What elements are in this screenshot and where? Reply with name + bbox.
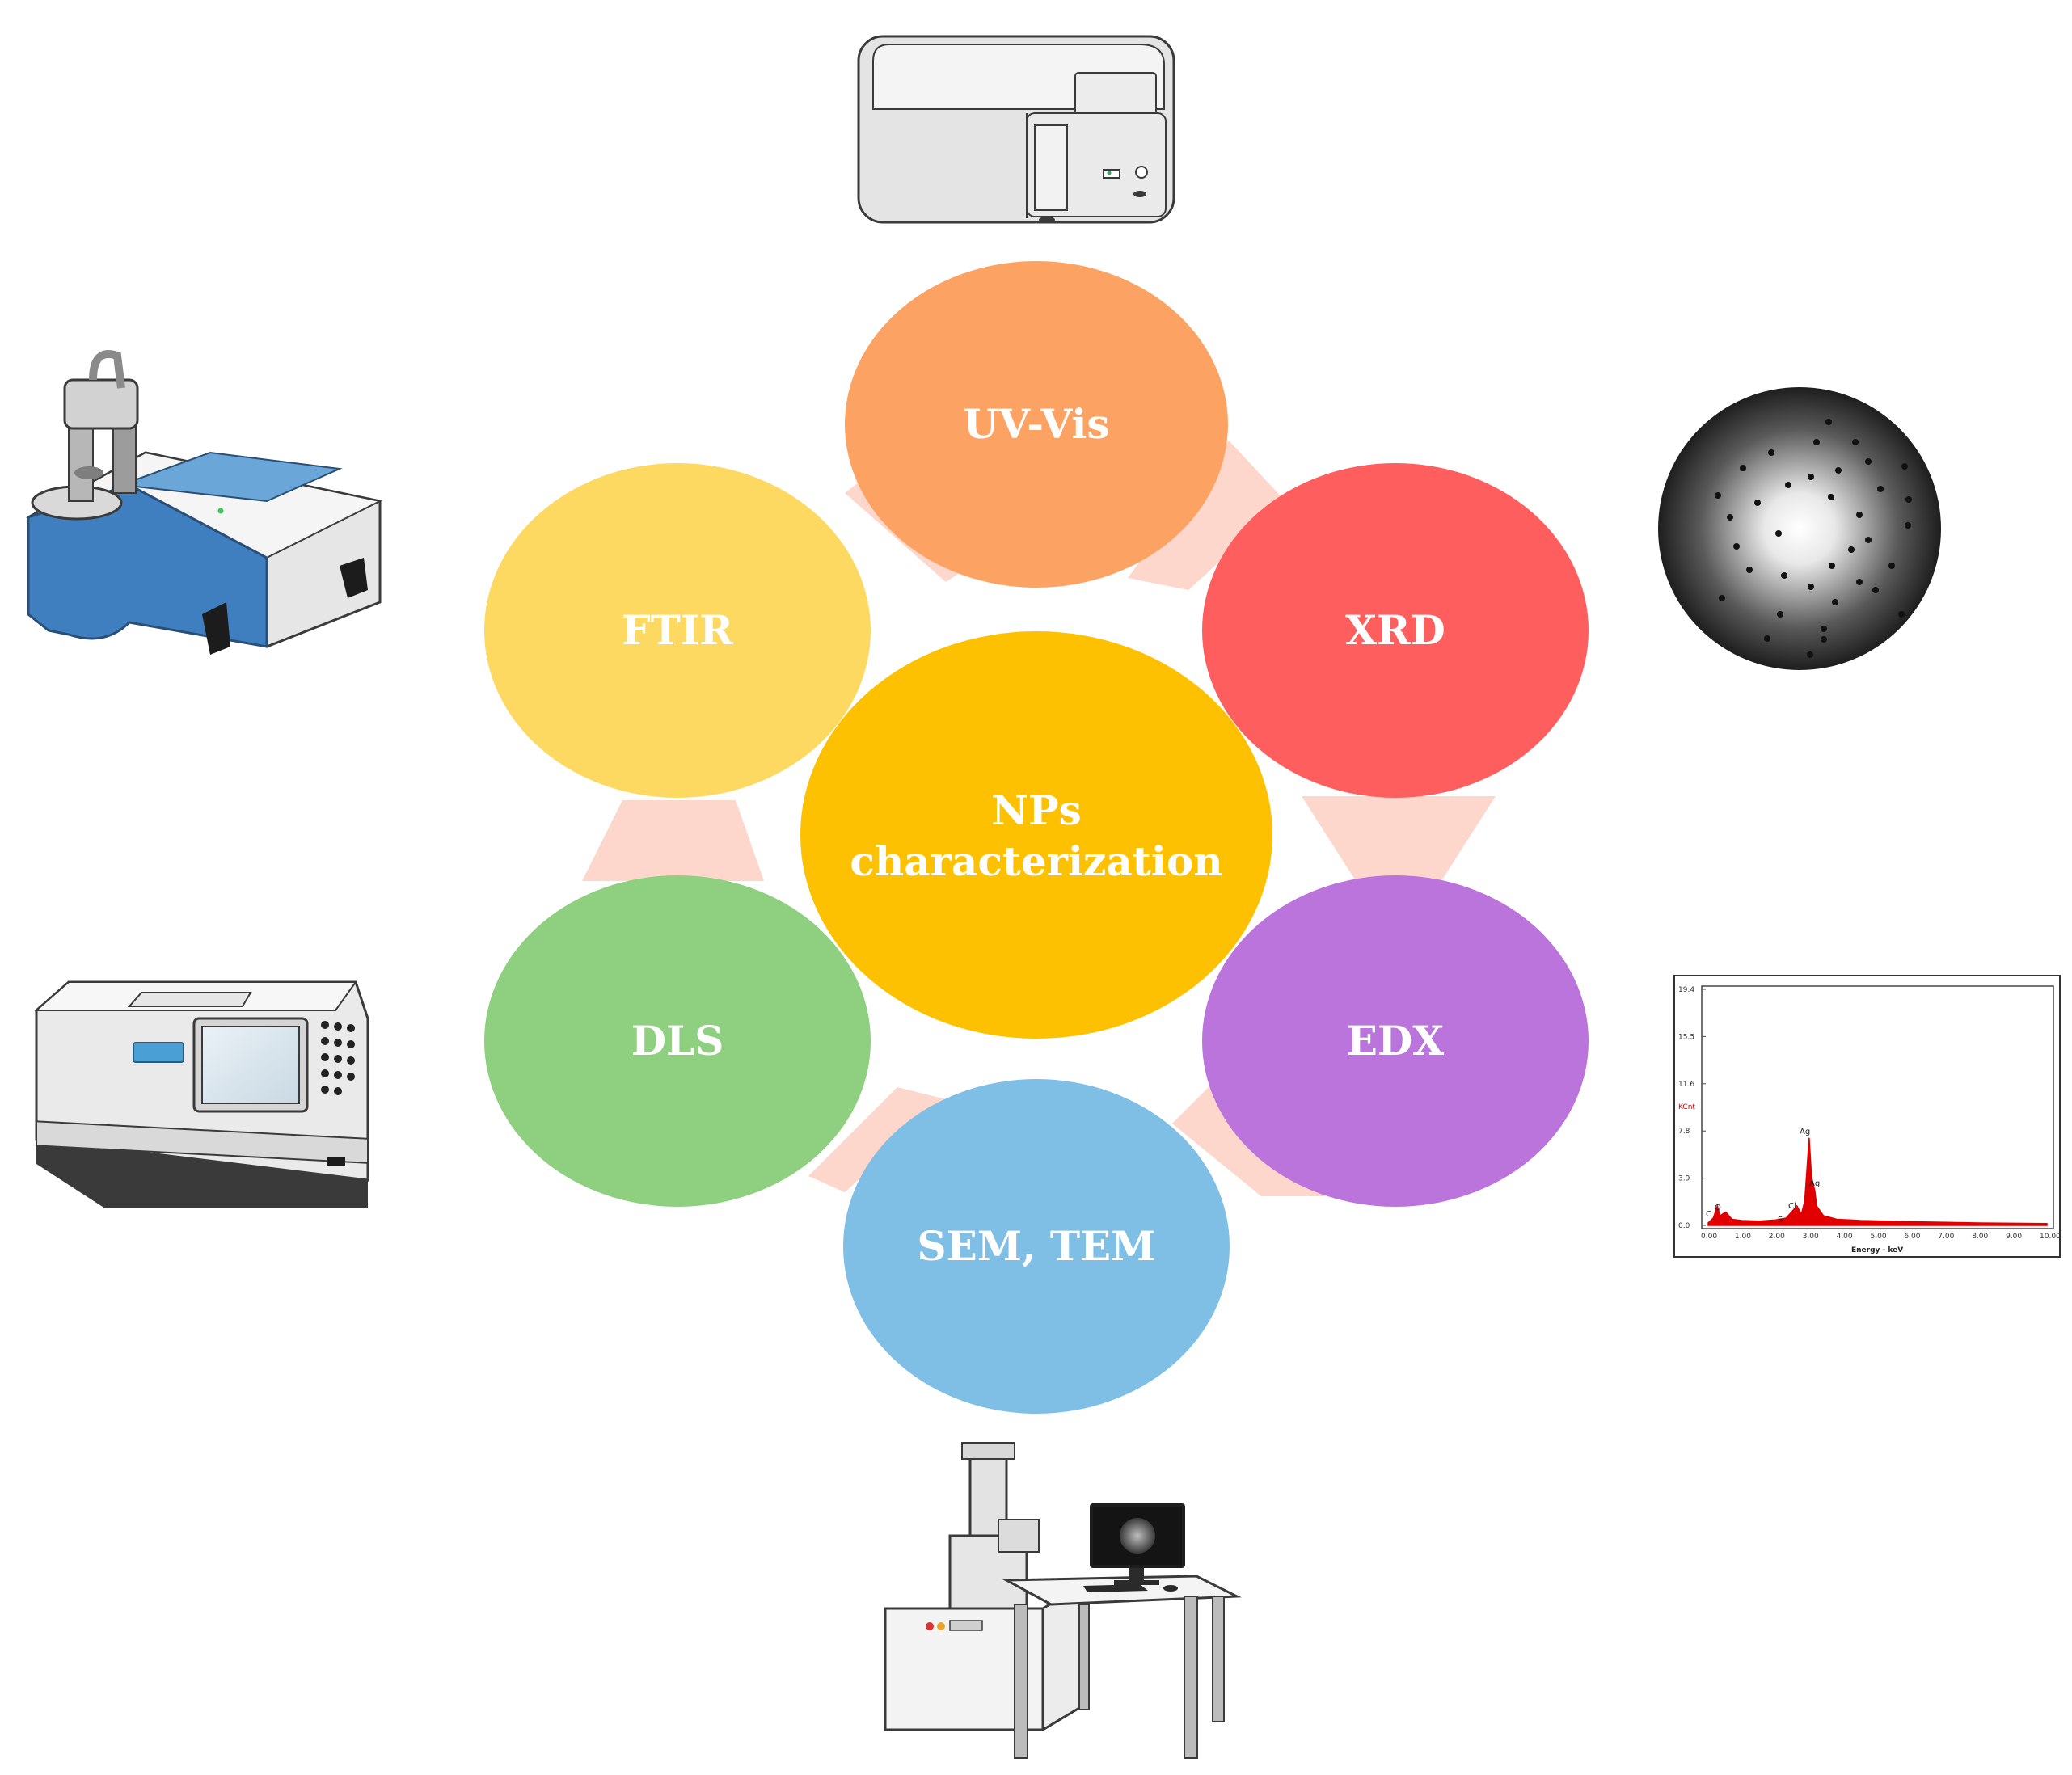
edx-x-tick-label: 7.00 (1938, 1233, 1954, 1241)
diffraction-spot (1905, 496, 1912, 503)
edx-y-tick-label: 19.4 (1678, 986, 1694, 994)
connector-xrd-edx (1302, 796, 1496, 897)
edx-spectrum-chart: 19.4 15.5 11.6 7.8 3.9 0.0 0.00 1.00 2.00 3.00 4.… (1673, 975, 2061, 1258)
diffraction-spot (1808, 584, 1814, 590)
diffraction-spot (1781, 572, 1787, 579)
diffraction-spot (1807, 651, 1813, 658)
electron-microscope-icon (884, 1442, 1242, 1759)
edx-peak-c: C (1706, 1210, 1711, 1219)
diffraction-spot (1865, 537, 1872, 543)
edx-peak-cl: Cl (1788, 1202, 1796, 1211)
node-center: NPs characterization (800, 631, 1272, 1039)
edx-spectrum-line (1707, 1137, 2048, 1226)
connector-uvvis-xrd (1128, 441, 1285, 590)
diffraction-spot (1777, 611, 1783, 618)
diffraction-spot (1832, 599, 1838, 605)
diffraction-spot (1808, 474, 1814, 480)
diffraction-spot (1898, 611, 1905, 618)
diffraction-spot (1872, 587, 1879, 593)
diffraction-spot (1775, 530, 1782, 537)
edx-x-tick-label: 0.00 (1701, 1233, 1717, 1241)
diffraction-spot (1719, 595, 1725, 601)
diffraction-spot (1901, 463, 1908, 470)
dls-analyzer-icon (34, 980, 369, 1208)
diffraction-spot (1852, 439, 1859, 445)
diffraction-spot (1821, 636, 1827, 643)
diffraction-spot (1754, 500, 1761, 506)
edx-x-tick-label: 8.00 (1972, 1233, 1988, 1241)
edx-x-tick-label: 1.00 (1735, 1233, 1751, 1241)
diffraction-spot (1835, 467, 1842, 474)
node-edx: EDX (1202, 875, 1589, 1207)
edx-y-tick-label: 3.9 (1678, 1175, 1690, 1183)
node-uvvis-label: UV-Vis (964, 400, 1110, 448)
edx-x-tick-label: 9.00 (2006, 1233, 2022, 1241)
node-xrd-label: XRD (1345, 606, 1445, 654)
diffraction-spot (1888, 563, 1895, 569)
diffraction-spot (1905, 522, 1911, 529)
diffraction-spot (1727, 514, 1733, 521)
ftir-spectrometer-icon (26, 350, 383, 655)
node-dls-label: DLS (631, 1017, 724, 1065)
connector-semtem-dls (808, 1087, 946, 1192)
diffraction-spot (1829, 563, 1835, 569)
center-label-line1: NPs (991, 786, 1081, 834)
diffraction-spot (1733, 543, 1740, 550)
diffraction-spot (1877, 486, 1884, 492)
edx-x-tick-label: 4.00 (1837, 1233, 1853, 1241)
diffraction-spot (1813, 439, 1820, 445)
node-xrd: XRD (1202, 463, 1589, 798)
node-semtem-label: SEM, TEM (917, 1222, 1155, 1270)
node-ftir-label: FTIR (622, 606, 733, 654)
diffraction-spot (1768, 449, 1774, 456)
diffraction-spot (1856, 512, 1863, 518)
edx-y-unit: KCnt (1678, 1103, 1695, 1111)
edx-x-label: Energy - keV (1851, 1246, 1903, 1254)
diffraction-spot (1828, 494, 1834, 500)
center-label-line2: characterization (850, 837, 1222, 885)
diffraction-spot (1785, 482, 1791, 488)
xrd-diffraction-pattern-icon (1658, 387, 1941, 670)
edx-x-tick-label: 5.00 (1871, 1233, 1887, 1241)
diffraction-spot (1764, 635, 1770, 642)
diffraction-spot (1865, 458, 1872, 465)
edx-x-tick-label: 3.00 (1803, 1233, 1819, 1241)
diffraction-spot (1825, 419, 1832, 425)
edx-y-tick-label: 7.8 (1678, 1128, 1690, 1136)
diffraction-spot (1746, 567, 1753, 573)
connector-dls-ftir (582, 800, 764, 881)
diffraction-spot (1856, 579, 1863, 585)
node-ftir: FTIR (484, 463, 871, 798)
node-edx-label: EDX (1347, 1017, 1444, 1065)
edx-y-tick-label: 0.0 (1678, 1222, 1690, 1230)
diffraction-spot (1715, 492, 1721, 499)
edx-y-tick-label: 15.5 (1678, 1033, 1694, 1041)
node-semtem: SEM, TEM (843, 1079, 1230, 1414)
node-uvvis: UV-Vis (845, 261, 1228, 588)
edx-x-tick-label: 2.00 (1769, 1233, 1785, 1241)
diffraction-spot (1740, 465, 1746, 471)
diffraction-spot (1821, 626, 1827, 632)
node-dls: DLS (484, 875, 871, 1207)
edx-y-tick-label: 11.6 (1678, 1081, 1694, 1089)
edx-peak-ag-2: Ag (1809, 1179, 1820, 1188)
edx-x-tick-label: 6.00 (1904, 1233, 1920, 1241)
edx-peak-ag-1: Ag (1800, 1128, 1810, 1136)
cycle-connectors (582, 441, 1496, 1196)
edx-x-tick-label: 10.00 (2040, 1233, 2061, 1241)
diffraction-spot (1848, 546, 1855, 553)
edx-peak-o: O (1715, 1204, 1721, 1212)
uvvis-spectrophotometer-icon (857, 35, 1175, 224)
edx-peak-s: S (1778, 1216, 1783, 1225)
